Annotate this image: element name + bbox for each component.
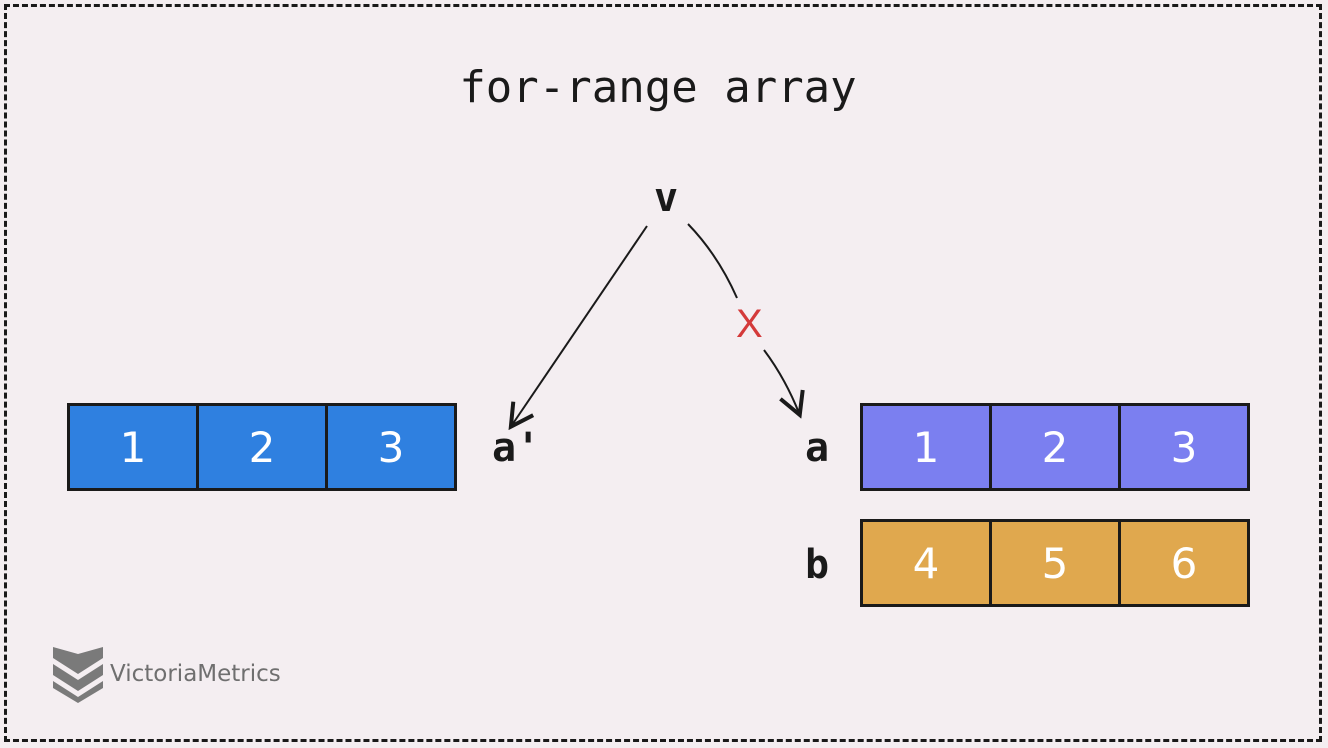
array-a-copy-cell-2: 2 [196,406,325,488]
array-b-cell-3: 6 [1118,522,1247,604]
label-a-copy: a' [492,425,541,471]
array-b-cell-1: 4 [863,522,989,604]
victoriametrics-logo: VictoriaMetrics [50,644,281,704]
diagram-title: for-range array [459,62,857,113]
array-a-cell-3: 3 [1118,406,1247,488]
logo-text: VictoriaMetrics [110,661,281,687]
array-a-cell-1: 1 [863,406,989,488]
arrow-v-to-a-copy [512,225,648,425]
arrow-v-to-a-part2 [763,349,799,413]
victoriametrics-logo-icon [53,647,103,703]
array-a-copy-cell-3: 3 [325,406,454,488]
label-a: a [805,425,830,471]
array-a-copy-cell-1: 1 [70,406,196,488]
cross-mark: X [736,302,763,346]
label-b: b [805,542,830,588]
diagram-frame [4,4,1322,742]
label-v: v [654,175,679,221]
array-a-cell-2: 2 [989,406,1118,488]
array-b-cell-2: 5 [989,522,1118,604]
arrow-v-to-a-part1 [687,223,738,299]
array-b: 4 5 6 [860,519,1250,607]
array-a-copy: 1 2 3 [67,403,457,491]
array-a: 1 2 3 [860,403,1250,491]
